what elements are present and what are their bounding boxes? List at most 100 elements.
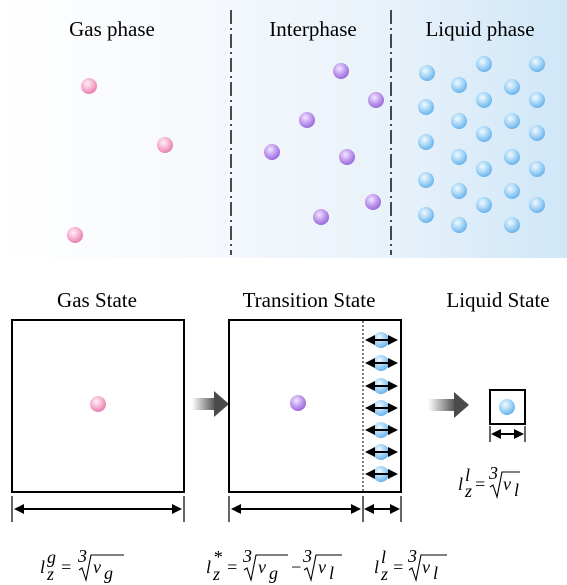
formula-subscript: z — [212, 564, 220, 584]
arrow-shaft — [192, 398, 214, 410]
formula-subscript: z — [380, 564, 388, 584]
gas-state-box — [11, 319, 185, 522]
liquid-particle — [529, 125, 545, 141]
formula-rhs: v — [422, 557, 430, 577]
formula-root-index: 3 — [77, 546, 87, 566]
interphase-particle — [290, 395, 306, 411]
formula-rhs: v — [503, 474, 511, 494]
formula-equals: = — [60, 557, 72, 577]
liquid-particle — [418, 134, 434, 150]
liquid-particle — [476, 92, 492, 108]
gas-to-transition-arrow — [192, 391, 229, 417]
formula-subscript: z — [46, 564, 54, 584]
liquid-particle — [504, 217, 520, 233]
liquid-particle — [451, 183, 467, 199]
gas-particle — [157, 137, 173, 153]
transition-state-label: Transition State — [243, 288, 376, 312]
gas-particles — [67, 78, 173, 243]
radical-sign — [303, 554, 342, 583]
gas-particle — [81, 78, 97, 94]
liquid-particle — [499, 399, 515, 415]
interphase-particle — [264, 144, 280, 160]
formula-superscript: l — [465, 465, 470, 485]
liquid-particle — [504, 113, 520, 129]
liquid-particle — [476, 161, 492, 177]
interphase-particle — [299, 112, 315, 128]
liquid-particle — [451, 113, 467, 129]
liquid-particle — [451, 149, 467, 165]
liquid-particle — [504, 183, 520, 199]
interphase-particle — [365, 194, 381, 210]
gas-particle — [90, 396, 106, 412]
formula-gas-state: l g z = 3 v g — [40, 546, 124, 584]
formula-rhs: v — [318, 557, 326, 577]
arrow-head — [454, 392, 469, 418]
formula-superscript: g — [47, 547, 56, 567]
arrow-head — [214, 391, 229, 417]
state-panel: Gas State Transition State Liquid State — [11, 288, 550, 584]
formula-symbol: l — [458, 474, 463, 494]
liquid-particle — [418, 172, 434, 188]
formula-rhs: v — [258, 557, 266, 577]
formula-liquid-state: l l z = 3 v l — [458, 463, 520, 501]
liquid-state-box — [489, 389, 526, 442]
formula-minus: − — [290, 557, 302, 577]
formula-root-index: 3 — [302, 546, 312, 566]
formula-symbol: l — [374, 557, 379, 577]
formula-superscript: * — [213, 547, 222, 567]
radical-sign — [78, 554, 124, 583]
radical-sign — [243, 554, 288, 583]
formula-root-index: 3 — [242, 546, 252, 566]
liquid-particle — [529, 56, 545, 72]
transition-state-box — [228, 319, 402, 522]
arrow-shaft — [428, 399, 454, 411]
formula-equals: = — [392, 557, 404, 577]
liquid-particle — [419, 65, 435, 81]
formula-rhs-sub: g — [104, 563, 113, 583]
gas-particle — [67, 227, 83, 243]
transition-liquid-column — [365, 332, 398, 482]
interphase-particle — [313, 209, 329, 225]
liquid-particle — [418, 99, 434, 115]
phase-background — [0, 0, 567, 258]
formula-symbol: l — [40, 557, 45, 577]
interphase-particles — [264, 63, 384, 225]
liquid-particle — [476, 197, 492, 213]
formula-superscript: l — [381, 547, 386, 567]
liquid-particle — [418, 207, 434, 223]
formula-transition-state: l * z = 3 v g − 3 v l — [206, 546, 342, 584]
formula-rhs-sub: l — [329, 563, 334, 583]
liquid-particle — [504, 149, 520, 165]
liquid-particle — [529, 92, 545, 108]
liquid-particles — [418, 56, 545, 233]
radical-sign — [408, 554, 447, 583]
formula-rhs: v — [93, 557, 101, 577]
formula-root-index: 3 — [488, 463, 498, 483]
formula-transition-liquid: l l z = 3 v l — [374, 546, 447, 584]
liquid-particle — [476, 126, 492, 142]
formula-symbol: l — [206, 557, 211, 577]
formula-subscript: z — [464, 481, 472, 501]
liquid-particle — [529, 197, 545, 213]
formula-rhs-sub: g — [269, 563, 278, 583]
phase-panel: Gas phase Interphase Liquid phase — [0, 0, 567, 258]
column-width-arrows — [365, 335, 398, 479]
liquid-particle — [451, 77, 467, 93]
formula-root-index: 3 — [407, 546, 417, 566]
liquid-particle — [529, 161, 545, 177]
formula-rhs-sub: l — [514, 480, 519, 500]
transition-to-liquid-arrow — [428, 392, 469, 418]
liquid-particle — [476, 56, 492, 72]
formula-rhs-sub: l — [433, 563, 438, 583]
radical-sign — [489, 471, 520, 500]
interphase-particle — [368, 92, 384, 108]
formula-equals: = — [474, 474, 486, 494]
liquid-particle — [451, 217, 467, 233]
formula-equals: = — [226, 557, 238, 577]
interphase-label: Interphase — [269, 17, 356, 41]
interphase-particle — [339, 149, 355, 165]
liquid-state-label: Liquid State — [446, 288, 549, 312]
liquid-particle — [504, 79, 520, 95]
gas-phase-label: Gas phase — [69, 17, 155, 41]
